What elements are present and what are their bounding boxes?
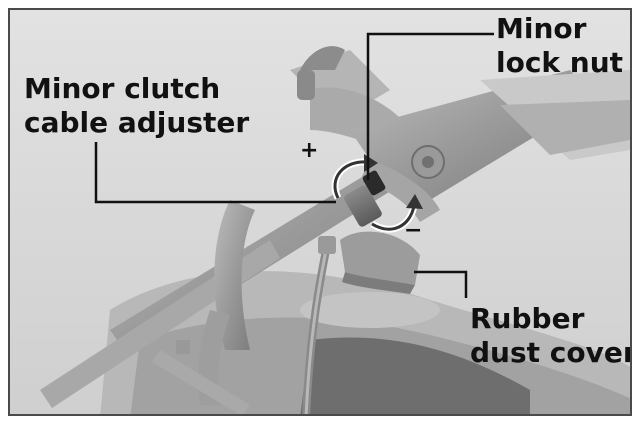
dust-cover-label-line1: Rubber — [470, 302, 585, 335]
cable-adjuster-leader — [94, 142, 336, 204]
rubber-dust-cover-part — [340, 231, 420, 294]
cable-adjuster-label: Minor clutch cable adjuster — [24, 72, 249, 140]
cable-adjuster-label-line1: Minor clutch — [24, 72, 221, 105]
lock-nut-label-line2: lock nut — [496, 46, 624, 79]
lock-nut-leader — [366, 32, 494, 180]
leader-lines — [94, 32, 494, 298]
clutch-lever — [290, 46, 630, 222]
bolt — [152, 340, 250, 414]
dust-cover-label-line2: dust cover — [470, 336, 632, 369]
clutch-lever-illustration — [10, 10, 630, 414]
rotation-arrow-icon — [331, 154, 423, 233]
plus-sign: + — [300, 138, 319, 163]
dust-cover-label: Rubber dust cover — [470, 302, 632, 370]
clutch-cable — [302, 236, 336, 414]
diagram-frame: Minor lock nut Minor clutch cable adjust… — [8, 8, 632, 416]
cable-adjuster-label-line2: cable adjuster — [24, 106, 250, 139]
minus-sign: − — [404, 218, 423, 243]
dust-cover-leader — [414, 270, 468, 298]
lock-nut-label: Minor lock nut — [496, 12, 623, 80]
lock-nut-label-line1: Minor — [496, 12, 587, 45]
handlebar — [40, 160, 405, 408]
